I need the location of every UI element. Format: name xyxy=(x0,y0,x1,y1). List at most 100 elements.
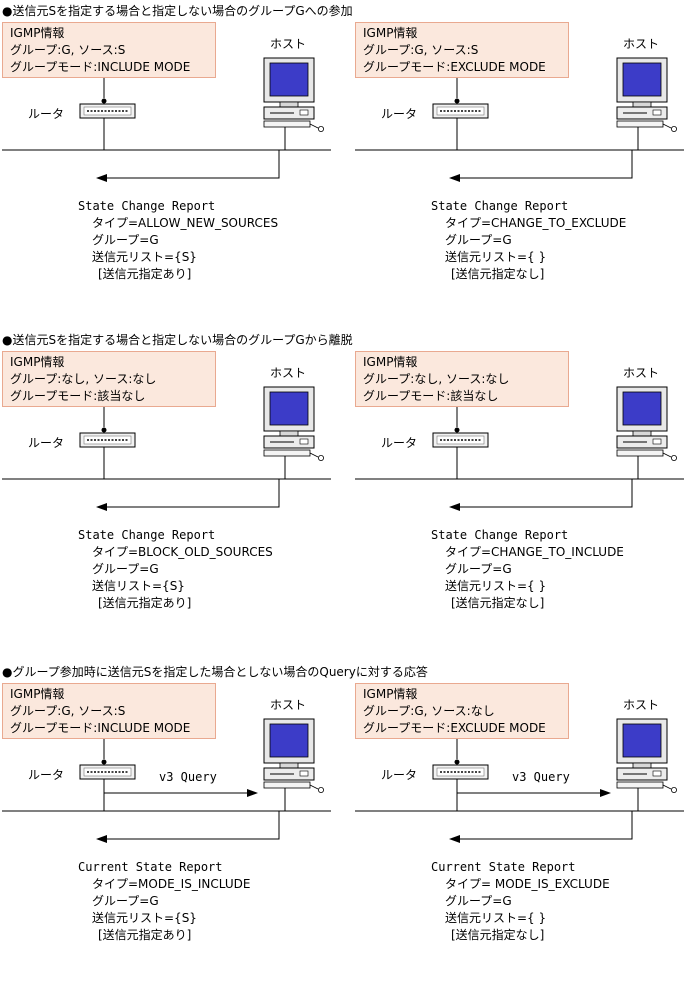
diagram-panel-2-1: IGMP情報 グループ:なし, ソース:なし グループモード:該当なし xyxy=(0,351,340,661)
report-group: グループ=G xyxy=(92,562,159,576)
report-title: State Change Report xyxy=(78,199,216,213)
igmp-info-mode: グループモード:EXCLUDE MODE xyxy=(363,60,546,74)
connector-dot xyxy=(101,98,107,104)
report-title: State Change Report xyxy=(78,528,216,542)
router-icon xyxy=(79,432,136,448)
router-icon xyxy=(79,764,136,780)
router-label: ルータ xyxy=(381,436,418,450)
network-drawing xyxy=(2,386,331,511)
igmp-info-mode: グループモード:該当なし xyxy=(10,389,146,403)
router-label: ルータ xyxy=(381,107,418,121)
host-label: ホスト xyxy=(270,366,307,380)
host-computer-icon xyxy=(616,718,677,794)
igmp-info-group: グループ:G, ソース:S xyxy=(363,43,479,57)
router-label: ルータ xyxy=(28,768,65,782)
section-title-join: ●送信元Sを指定する場合と指定しない場合のグループGへの参加 xyxy=(2,4,353,18)
connector-dot xyxy=(454,759,460,765)
igmp-info-title: IGMP情報 xyxy=(363,687,418,701)
report-type: タイプ=CHANGE_TO_EXCLUDE xyxy=(445,216,627,230)
report-group: グループ=G xyxy=(92,894,159,908)
report-title: Current State Report xyxy=(431,860,576,874)
igmp-info-title: IGMP情報 xyxy=(363,355,418,369)
diagram-panel-1-1: IGMP情報 グループ:G, ソース:S グループモード:INCLUDE MOD… xyxy=(0,22,340,332)
igmp-info-group: グループ:なし, ソース:なし xyxy=(363,372,510,386)
igmp-info-mode: グループモード:INCLUDE MODE xyxy=(10,721,191,735)
report-source-list: 送信元リスト={ } xyxy=(445,250,547,264)
report-message: State Change Report タイプ=ALLOW_NEW_SOURCE… xyxy=(78,198,278,283)
report-message: State Change Report タイプ=BLOCK_OLD_SOURCE… xyxy=(78,527,273,612)
router-label: ルータ xyxy=(381,768,418,782)
report-note: [送信元指定なし] xyxy=(451,267,545,281)
host-computer-icon xyxy=(616,386,677,462)
igmp-info-group: グループ:G, ソース:S xyxy=(10,43,126,57)
report-group: グループ=G xyxy=(445,562,512,576)
host-label: ホスト xyxy=(270,698,307,712)
report-message: Current State Report タイプ=MODE_IS_INCLUDE… xyxy=(78,859,250,944)
section-title-query: ●グループ参加時に送信元Sを指定した場合としない場合のQueryに対する応答 xyxy=(2,665,428,679)
igmp-info-box: IGMP情報 グループ:なし, ソース:なし グループモード:該当なし xyxy=(355,351,569,407)
diagram-panel-2-2: IGMP情報 グループ:なし, ソース:なし グループモード:該当なし xyxy=(353,351,687,661)
igmp-info-box: IGMP情報 グループ:G, ソース:S グループモード:INCLUDE MOD… xyxy=(2,22,216,78)
router-icon xyxy=(79,103,136,119)
network-drawing xyxy=(355,57,684,182)
query-label: v3 Query xyxy=(159,770,217,784)
host-label: ホスト xyxy=(623,366,660,380)
report-arrow-head xyxy=(96,835,107,843)
report-path xyxy=(460,479,633,508)
network-drawing xyxy=(355,718,684,843)
igmp-info-mode: グループモード:該当なし xyxy=(363,389,499,403)
igmp-info-mode: グループモード:EXCLUDE MODE xyxy=(363,721,546,735)
igmp-info-group: グループ:G, ソース:なし xyxy=(363,704,495,718)
diagram-panel-1-2: IGMP情報 グループ:G, ソース:S グループモード:EXCLUDE MOD… xyxy=(353,22,687,332)
host-label: ホスト xyxy=(623,37,660,51)
report-message: State Change Report タイプ=CHANGE_TO_INCLUD… xyxy=(431,527,624,612)
report-source-list: 送信元リスト={S} xyxy=(92,250,197,264)
report-type: タイプ=CHANGE_TO_INCLUDE xyxy=(445,545,624,559)
host-computer-icon xyxy=(263,718,324,794)
report-arrow-head xyxy=(449,174,460,182)
report-arrow-head xyxy=(96,174,107,182)
igmp-info-box: IGMP情報 グループ:G, ソース:S グループモード:EXCLUDE MOD… xyxy=(355,22,569,78)
igmp-info-title: IGMP情報 xyxy=(10,26,65,40)
report-title: State Change Report xyxy=(431,199,569,213)
report-type: タイプ=MODE_IS_INCLUDE xyxy=(92,877,251,891)
report-arrow-head xyxy=(449,835,460,843)
igmp-info-box: IGMP情報 グループ:G, ソース:なし グループモード:EXCLUDE MO… xyxy=(355,683,569,739)
report-source-list: 送信リスト={S} xyxy=(92,579,185,593)
report-group: グループ=G xyxy=(445,233,512,247)
host-label: ホスト xyxy=(270,37,307,51)
report-message: Current State Report タイプ= MODE_IS_EXCLUD… xyxy=(431,859,610,944)
host-label: ホスト xyxy=(623,698,660,712)
router-icon xyxy=(432,432,489,448)
connector-dot xyxy=(454,98,460,104)
report-path xyxy=(460,150,633,179)
report-note: [送信元指定あり] xyxy=(98,596,192,610)
report-arrow-head xyxy=(96,503,107,511)
host-computer-icon xyxy=(263,386,324,462)
host-computer-icon xyxy=(263,57,324,133)
report-path xyxy=(107,811,280,840)
query-arrow xyxy=(457,789,611,797)
report-path xyxy=(460,811,633,840)
igmp-info-title: IGMP情報 xyxy=(10,355,65,369)
connector-dot xyxy=(101,759,107,765)
host-computer-icon xyxy=(616,57,677,133)
report-note: [送信元指定あり] xyxy=(98,267,192,281)
igmp-info-box: IGMP情報 グループ:なし, ソース:なし グループモード:該当なし xyxy=(2,351,216,407)
igmp-info-mode: グループモード:INCLUDE MODE xyxy=(10,60,191,74)
report-note: [送信元指定なし] xyxy=(451,596,545,610)
router-label: ルータ xyxy=(28,107,65,121)
router-label: ルータ xyxy=(28,436,65,450)
network-drawing xyxy=(2,57,331,182)
report-title: State Change Report xyxy=(431,528,569,542)
connector-dot xyxy=(101,427,107,433)
query-label: v3 Query xyxy=(512,770,570,784)
report-note: [送信元指定なし] xyxy=(451,928,545,942)
report-type: タイプ= MODE_IS_EXCLUDE xyxy=(445,877,610,891)
report-message: State Change Report タイプ=CHANGE_TO_EXCLUD… xyxy=(431,198,626,283)
router-icon xyxy=(432,103,489,119)
diagram-panel-3-2: IGMP情報 グループ:G, ソース:なし グループモード:EXCLUDE MO… xyxy=(353,683,687,993)
report-group: グループ=G xyxy=(92,233,159,247)
network-drawing xyxy=(355,386,684,511)
report-path xyxy=(107,479,280,508)
